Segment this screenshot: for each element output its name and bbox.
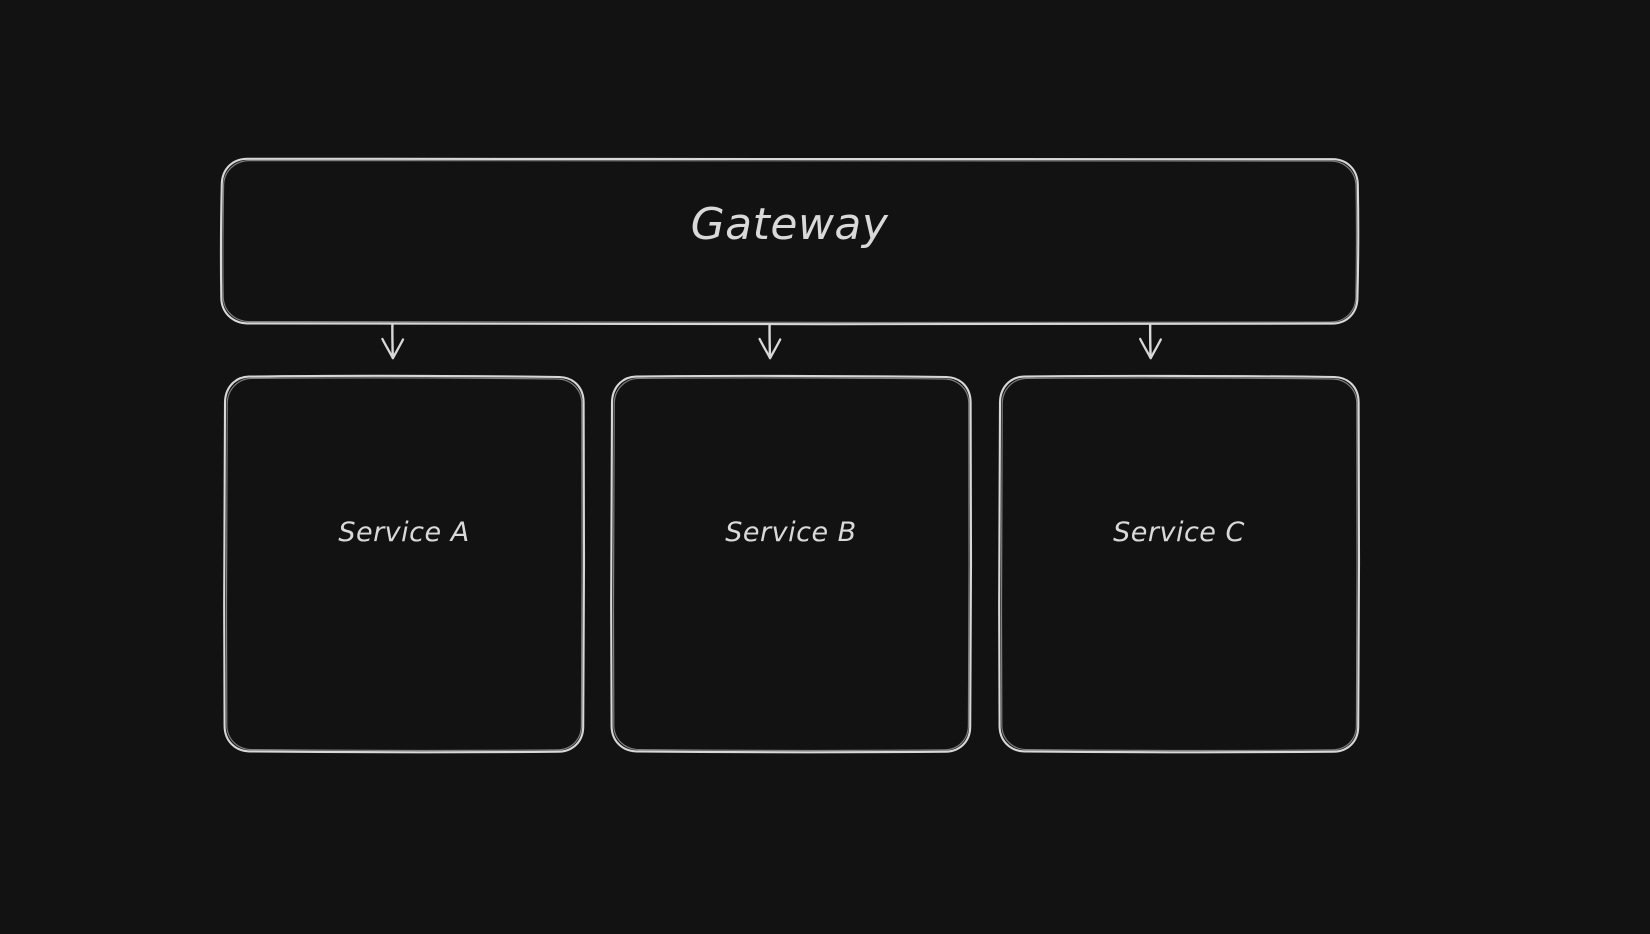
- node-label-service-a: Service A: [338, 517, 470, 548]
- edge-gateway-to-service-a[interactable]: [381, 323, 405, 360]
- node-service-a[interactable]: [223, 374, 586, 754]
- service-a-box-outline-overlay: [225, 377, 583, 752]
- node-service-c[interactable]: [998, 374, 1361, 754]
- node-service-b[interactable]: [610, 374, 973, 754]
- service-b-box-outline: [610, 374, 973, 754]
- service-b-box-outline-overlay: [612, 377, 970, 752]
- edge-gateway-to-service-c[interactable]: [1139, 323, 1162, 360]
- gateway-box-outline-overlay: [222, 159, 1358, 324]
- arrowhead-c: [1139, 337, 1162, 360]
- node-label-service-c: Service C: [1113, 517, 1245, 548]
- service-c-box-outline-overlay: [1000, 377, 1358, 752]
- arrowhead-a: [381, 337, 405, 360]
- edge-gateway-to-service-b[interactable]: [758, 323, 782, 360]
- node-label-gateway: Gateway: [690, 199, 889, 250]
- gateway-box-outline: [219, 156, 1360, 326]
- node-gateway[interactable]: [219, 156, 1360, 326]
- arrowhead-b: [758, 337, 782, 360]
- service-a-box-outline: [223, 374, 586, 754]
- service-c-box-outline: [998, 374, 1361, 754]
- node-label-service-b: Service B: [725, 517, 857, 548]
